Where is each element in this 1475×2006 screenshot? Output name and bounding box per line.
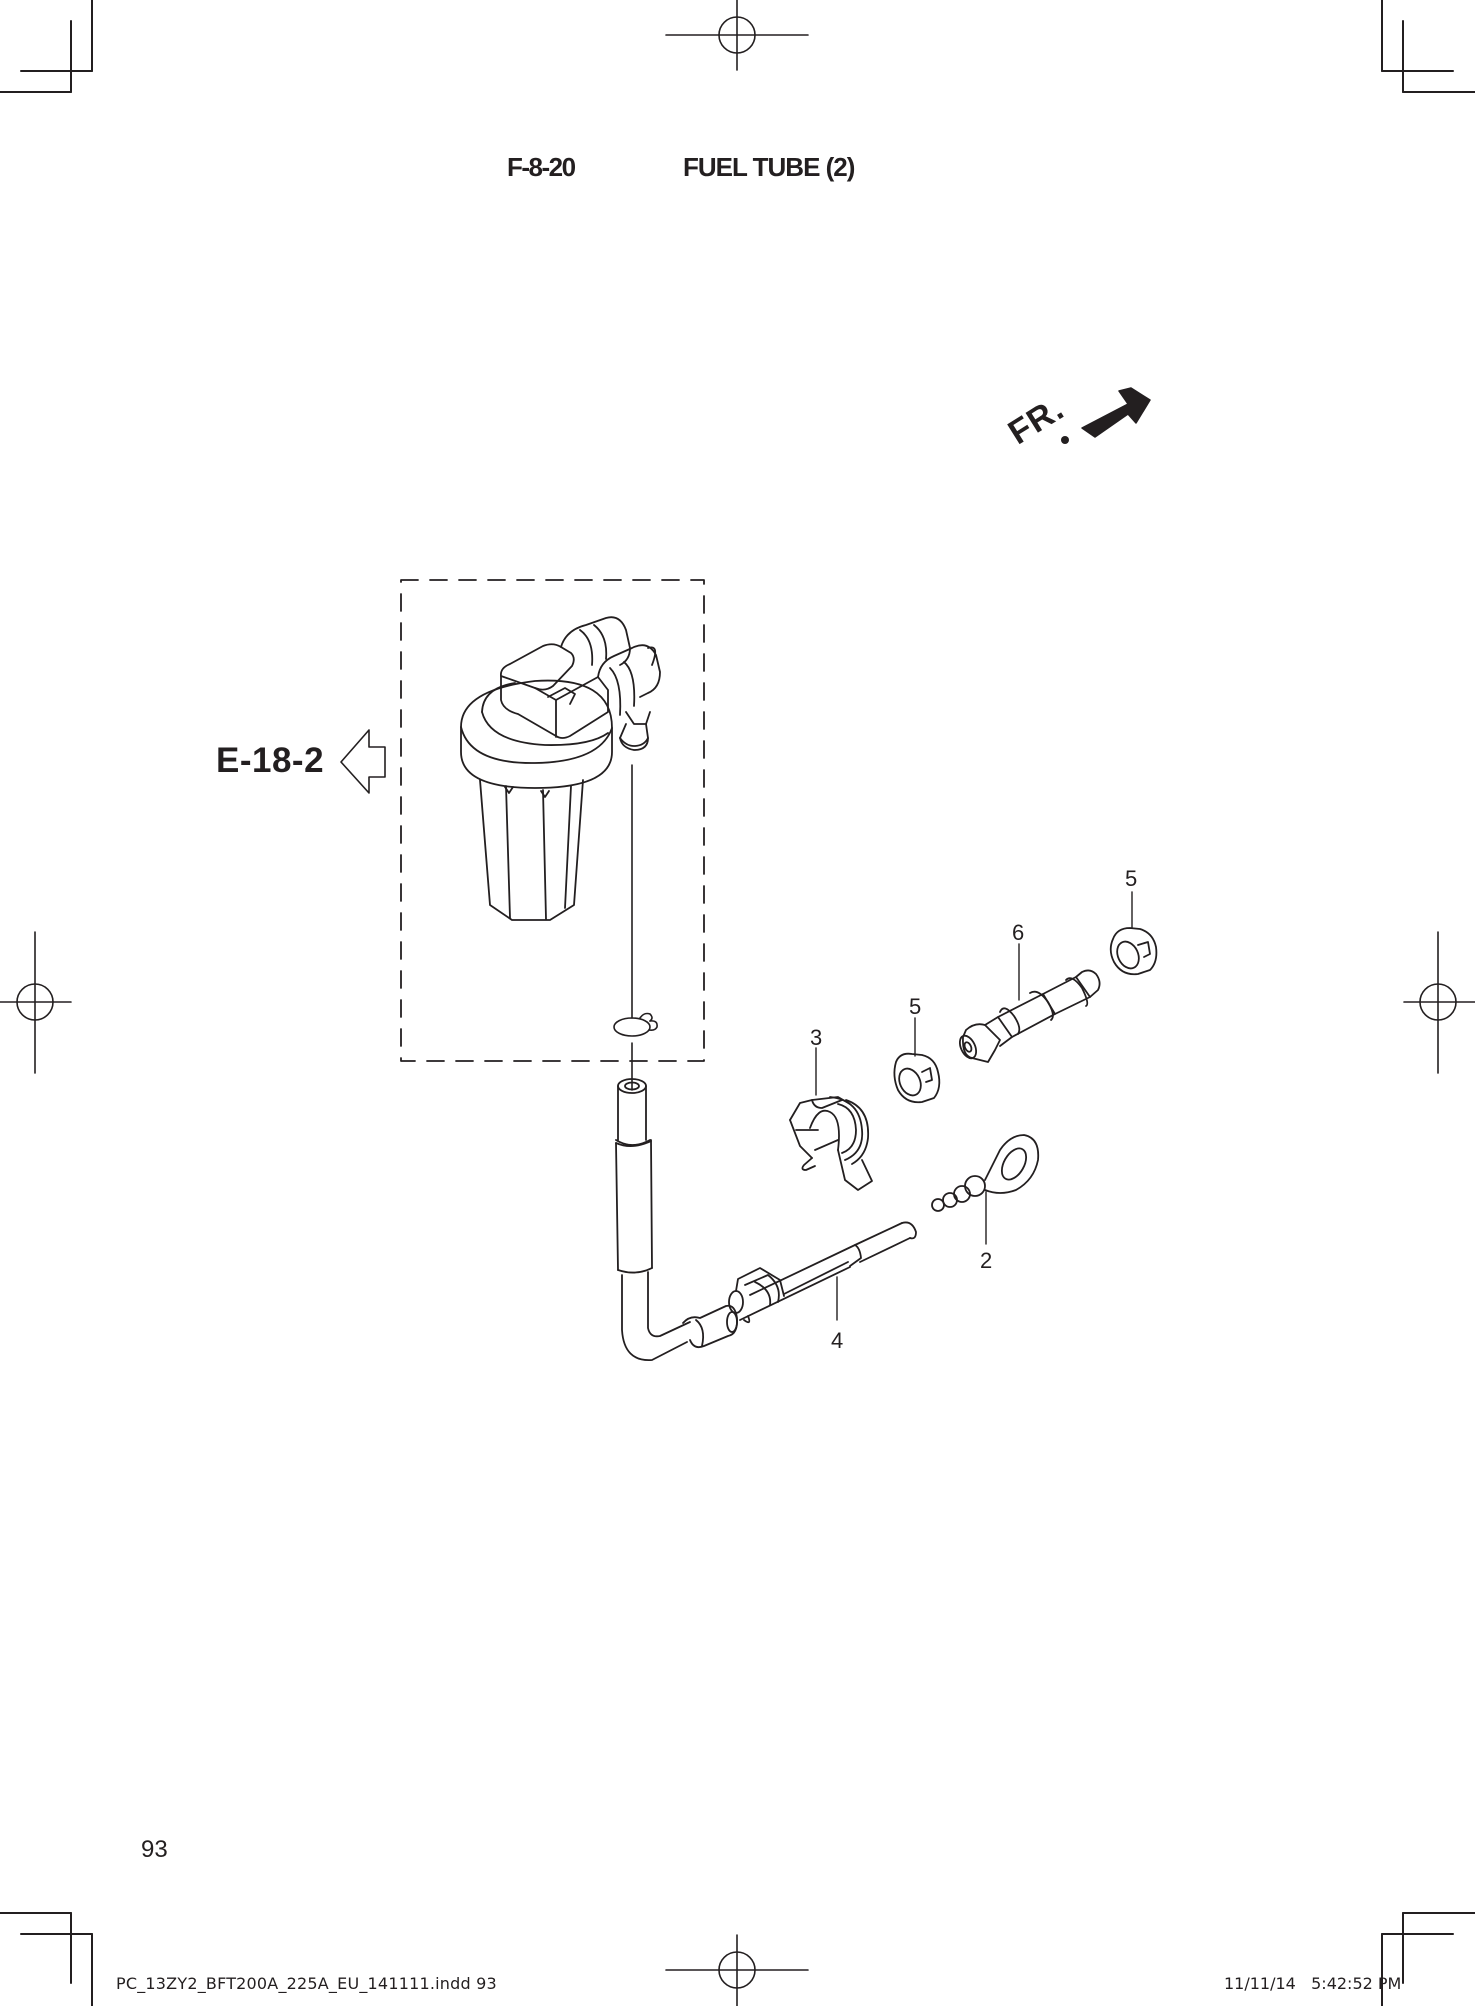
page-number: 93 (141, 1836, 168, 1863)
clamp-illustration (789, 1047, 873, 1191)
washer-illustration-middle (893, 1017, 941, 1104)
front-orientation-label: FR. (1001, 389, 1071, 453)
registration-mark-bottom (665, 1934, 809, 2006)
cross-reference-link[interactable]: E-18-2 (216, 741, 325, 780)
footer-file-slug: PC_13ZY2_BFT200A_225A_EU_141111.indd 93 (116, 1974, 497, 1993)
eye-joint-illustration (931, 1134, 1040, 1245)
registration-mark-left (0, 931, 72, 1074)
fuel-filter-illustration (460, 616, 661, 921)
front-direction-arrow-icon (1061, 387, 1151, 444)
figure-code: F-8-20 (507, 152, 576, 182)
callout-3: 3 (810, 1025, 823, 1050)
crop-mark-top-right (1381, 0, 1475, 93)
crop-mark-bottom-right (1381, 1912, 1475, 2006)
callout-5-middle: 5 (909, 994, 922, 1019)
hose-clip-ring-illustration (613, 1012, 658, 1037)
crop-mark-bottom-left (0, 1912, 93, 2006)
front-orientation-indicator: FR. (1000, 384, 1160, 474)
callout-4: 4 (831, 1328, 844, 1353)
hollow-left-arrow-icon (340, 729, 386, 794)
callout-2: 2 (980, 1248, 993, 1273)
washer-illustration-right (1109, 891, 1158, 976)
callout-6: 6 (1012, 920, 1025, 945)
figure-title: FUEL TUBE (2) (683, 152, 855, 182)
assembly-boundary-dashed-box (400, 579, 705, 1062)
crop-mark-top-left (0, 0, 93, 93)
footer-timestamp: 11/11/14 5:42:52 PM (1224, 1974, 1402, 1993)
callout-5-right: 5 (1125, 866, 1138, 891)
registration-mark-right (1403, 931, 1475, 1074)
fuel-tube-illustration (615, 1078, 917, 1361)
joint-pipe-illustration (958, 943, 1101, 1063)
registration-mark-top (665, 0, 809, 71)
